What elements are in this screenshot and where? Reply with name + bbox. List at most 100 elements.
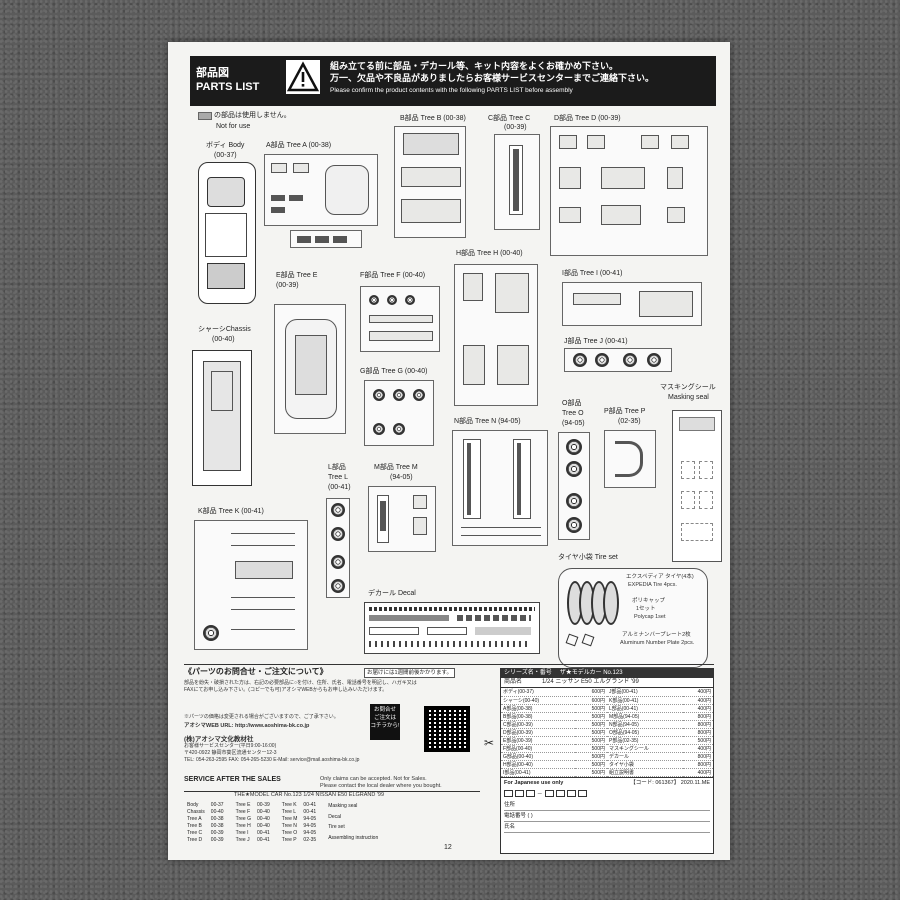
plate-label-jp: アルミナンバープレート2枚 [622, 632, 691, 638]
order-row-cell: 800円 [682, 728, 713, 737]
service-row-cell: Decal [328, 813, 342, 820]
tree-p-code: (02-35) [618, 418, 641, 425]
service-row-cell: Tree C [187, 829, 203, 836]
order-row-cell: N部品(94-05) [607, 720, 683, 729]
service-row-cell: 94-05 [303, 822, 317, 829]
service-row-cell: Tree J [235, 836, 250, 843]
polycap-label-en: Polycap 1set [634, 614, 666, 620]
service-row-cell: 00-39 [210, 829, 224, 836]
service-row-cell: Tree E [235, 801, 251, 808]
polycap-label-jp: ポリキャップ [632, 598, 666, 604]
order-row: A部品(00-38)500円 [501, 704, 607, 713]
masking-label-jp: マスキングシール [660, 384, 716, 391]
polycap-qty: 1セット [636, 606, 656, 612]
tree-c-label: C部品 Tree C [488, 115, 531, 122]
address-field[interactable]: 住所 [504, 800, 710, 811]
order-row-cell: D部品(00-39) [501, 728, 575, 737]
tree-p [604, 430, 656, 488]
plate-label-en: Aluminum Number Plate 2pcs. [620, 640, 695, 646]
service-center: お客様サービスセンター(平日9:00-16:00) [184, 743, 277, 749]
service-row-cell: Tree K [281, 801, 297, 808]
order-row-cell: 500円 [574, 744, 607, 753]
order-row: N部品(94-05)800円 [607, 720, 713, 729]
not-used-swatch [198, 112, 212, 120]
order-row-cell: P部品(02-35) [607, 736, 683, 745]
service-row-cell: 00-38 [210, 815, 224, 822]
order-row-cell: I部品(00-41) [501, 768, 575, 777]
order-row-cell: シャーシ(00-40) [501, 696, 575, 705]
title-en: PARTS LIST [196, 81, 260, 93]
tree-e-label: E部品 Tree E [276, 272, 318, 279]
order-row-cell: デカール [607, 752, 683, 761]
service-row: Assembling instruction [325, 833, 381, 844]
order-row: F部品(00-40)500円 [501, 744, 607, 753]
order-row: シャーシ(00-40)600円 [501, 696, 607, 705]
order-row-cell: F部品(00-40) [501, 744, 575, 753]
qr-code[interactable] [424, 706, 470, 752]
tire-label-jp: エクスペディア タイヤ(4本) [626, 574, 694, 580]
header-title: 部品図 PARTS LIST [196, 66, 259, 94]
warning-icon [286, 60, 320, 94]
notice-line-2: 万一、欠品や不良品がありましたらお客様サービスセンターまでご連絡下さい。 [330, 73, 655, 83]
service-row-cell: Tree B [187, 822, 202, 829]
order-form: シリーズ名・番号 ザ★モデルカー No.123 商品名 1/24 ニッサン E5… [500, 668, 714, 854]
body-code: (00-37) [214, 152, 237, 159]
service-row-cell: Tree H [235, 822, 251, 829]
qr-text-1: お問合せ [373, 707, 396, 713]
order-row: B部品(00-38)500円 [501, 712, 607, 721]
order-row-cell: 500円 [574, 728, 607, 737]
order-row-cell: 500円 [574, 720, 607, 729]
order-row: ボディ(00-37)600円 [501, 688, 607, 697]
service-row-cell: Tree N [281, 822, 297, 829]
order-row-cell: 400円 [682, 768, 713, 777]
name-field[interactable]: 氏名 [504, 822, 710, 833]
notice-line-1: 組み立てる前に部品・デカール等、キット内容をよくお確かめ下さい。 [330, 61, 619, 71]
tree-f-label: F部品 Tree F (00-40) [360, 272, 426, 279]
order-row-cell: G部品(00-40) [501, 752, 575, 761]
tree-l-name: Tree L [328, 474, 348, 481]
service-row-cell: 00-40 [256, 815, 270, 822]
product-code: 【コード: 061367】 2020.11.ME [630, 779, 710, 786]
chassis-part [192, 350, 252, 486]
tree-g-label: G部品 Tree G (00-40) [360, 368, 428, 375]
order-row-cell: 600円 [574, 688, 607, 697]
web-link[interactable]: アオシマWEB URL: http://www.aoshima-bk.co.jp [184, 723, 310, 729]
service-row-cell: Chassis [187, 808, 205, 815]
product-value: 1/24 ニッサン E50 エルグランド '99 [542, 679, 639, 685]
instruction-sheet: 部品図 PARTS LIST 組み立てる前に部品・デカール等、キット内容をよくお… [168, 42, 730, 860]
tree-k-label: K部品 Tree K (00-41) [198, 508, 264, 515]
order-row-cell: H部品(00-40) [501, 760, 575, 769]
order-row-cell: 800円 [682, 712, 713, 721]
phone-field[interactable]: 電話番号 ( ) [504, 811, 710, 822]
company-contact: TEL: 054-263-2595 FAX: 054-265-5230 E-Ma… [184, 757, 360, 763]
order-row-cell: J部品(00-41) [607, 688, 683, 697]
inquiry-block: 《パーツのお問合せ・ご注文について》 お届けには1週間前後かかります。 部品を紛… [184, 668, 480, 764]
qr-text-2: ご注文は [373, 715, 396, 721]
decal-label: デカール Decal [368, 590, 416, 597]
service-row-cell: 00-41 [303, 801, 317, 808]
service-model: THE★MODEL CAR No.123 1/24 NISSAN E50 ELG… [184, 791, 480, 799]
tire-set-label: タイヤ小袋 Tire set [558, 554, 618, 561]
service-note-1: Only claims can be accepted. Not for Sal… [320, 776, 427, 782]
order-row: P部品(02-35)500円 [607, 736, 713, 745]
tree-i-label: I部品 Tree I (00-41) [562, 270, 623, 277]
order-row-cell: 500円 [682, 736, 713, 745]
tree-o-name: Tree O [562, 410, 584, 417]
tree-l-code: (00-41) [328, 484, 351, 491]
series-label: シリーズ名・番号 [504, 670, 552, 676]
decal-sheet [364, 602, 540, 654]
service-row-cell: Assembling instruction [328, 834, 379, 841]
service-row-cell: Body [187, 801, 199, 808]
service-row: Decal [325, 812, 381, 823]
service-row-cell: Tree D [187, 836, 203, 843]
order-row-cell: B部品(00-38) [501, 712, 575, 721]
header-notice: 組み立てる前に部品・デカール等、キット内容をよくお確かめ下さい。 万一、欠品や不… [330, 60, 654, 97]
order-row: J部品(00-41)400円 [607, 688, 713, 697]
